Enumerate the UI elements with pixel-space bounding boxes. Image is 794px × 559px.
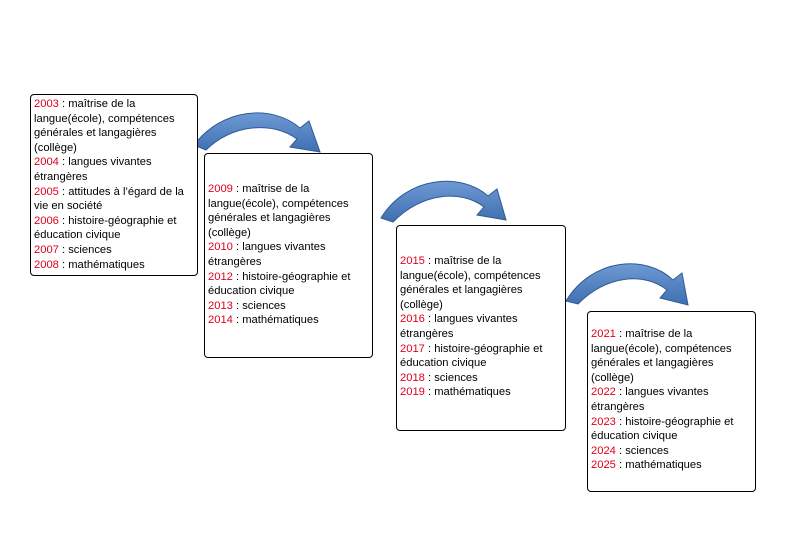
entry: 2012 : histoire-géographie et éducation …	[208, 270, 369, 299]
entry-text: : histoire-géographie et éducation civiq…	[34, 214, 177, 242]
entry-year: 2024	[591, 444, 616, 457]
entry-text: : maîtrise de la langue(école), compéten…	[591, 328, 732, 384]
entry: 2016 : langues vivantes étrangères	[400, 312, 562, 341]
entry-year: 2021	[591, 328, 616, 340]
entry-year: 2022	[591, 386, 616, 399]
entry-text: : sciences	[615, 444, 669, 457]
entry-year: 2012	[208, 270, 233, 283]
entry-text: : histoire-géographie et éducation civiq…	[400, 342, 543, 370]
entry-text: : langues vivantes étrangères	[591, 386, 709, 413]
entry-text: : langues vivantes étrangères	[208, 241, 326, 268]
entry-year: 2023	[591, 415, 616, 428]
entry: 2018 : sciences	[400, 371, 562, 386]
entry-text: : attitudes à l’égard de la vie en socié…	[34, 185, 184, 213]
entry: 2010 : langues vivantes étrangères	[208, 240, 369, 269]
entry-year: 2014	[208, 314, 233, 327]
entry-text: : sciences	[424, 371, 478, 384]
entry-year: 2006	[34, 214, 59, 227]
entry: 2023 : histoire-géographie et éducation …	[591, 415, 752, 444]
entry-year: 2003	[34, 98, 59, 110]
entry-text: : sciences	[232, 299, 286, 312]
entry-year: 2009	[208, 183, 233, 195]
entry: 2007 : sciences	[34, 243, 194, 258]
entry: 2003 : maîtrise de la langue(école), com…	[34, 97, 194, 155]
entry-year: 2013	[208, 299, 233, 312]
entry: 2005 : attitudes à l’égard de la vie en …	[34, 185, 194, 214]
entry-text: : mathématiques	[615, 459, 702, 472]
entry: 2025 : mathématiques	[591, 458, 752, 473]
entry-text: : langues vivantes étrangères	[400, 313, 518, 340]
entry-year: 2025	[591, 459, 616, 472]
timeline-box-2015-2019: 2015 : maîtrise de la langue(école), com…	[396, 225, 566, 431]
curved-arrow-icon	[565, 263, 689, 306]
entry-text: : mathématiques	[424, 386, 511, 399]
timeline-box-2003-2008: 2003 : maîtrise de la langue(école), com…	[30, 94, 198, 276]
entry-text: : mathématiques	[58, 258, 145, 271]
entry-text: : sciences	[58, 243, 112, 256]
entry-year: 2018	[400, 371, 425, 384]
entry-text: : histoire-géographie et éducation civiq…	[208, 270, 351, 298]
timeline-box-2021-2025: 2021 : maîtrise de la langue(école), com…	[587, 311, 756, 492]
entry: 2013 : sciences	[208, 299, 369, 314]
entry-year: 2015	[400, 255, 425, 267]
curved-arrow-icon	[193, 112, 321, 153]
entry: 2021 : maîtrise de la langue(école), com…	[591, 327, 752, 385]
entry-text: : maîtrise de la langue(école), compéten…	[400, 255, 541, 311]
entry: 2006 : histoire-géographie et éducation …	[34, 214, 194, 243]
entry-year: 2010	[208, 241, 233, 254]
entry: 2017 : histoire-géographie et éducation …	[400, 342, 562, 371]
entry-year: 2017	[400, 342, 425, 355]
timeline-box-2009-2014: 2009 : maîtrise de la langue(école), com…	[204, 153, 373, 358]
entry: 2004 : langues vivantes étrangères	[34, 155, 194, 184]
entry: 2008 : mathématiques	[34, 258, 194, 273]
entry: 2015 : maîtrise de la langue(école), com…	[400, 254, 562, 312]
entry-text: : mathématiques	[232, 314, 319, 327]
entry-year: 2005	[34, 185, 59, 198]
entry-year: 2008	[34, 258, 59, 271]
entry-year: 2019	[400, 386, 425, 399]
entry-text: : histoire-géographie et éducation civiq…	[591, 415, 734, 443]
entry: 2024 : sciences	[591, 444, 752, 459]
entry: 2009 : maîtrise de la langue(école), com…	[208, 182, 369, 240]
entry-text: : langues vivantes étrangères	[34, 156, 152, 183]
entry: 2019 : mathématiques	[400, 385, 562, 400]
entry-text: : maîtrise de la langue(école), compéten…	[34, 98, 175, 154]
entry-year: 2016	[400, 313, 425, 326]
entry: 2022 : langues vivantes étrangères	[591, 385, 752, 414]
curved-arrow-icon	[380, 180, 507, 223]
entry-text: : maîtrise de la langue(école), compéten…	[208, 183, 349, 239]
entry: 2014 : mathématiques	[208, 313, 369, 328]
entry-year: 2004	[34, 156, 59, 169]
entry-year: 2007	[34, 243, 59, 256]
